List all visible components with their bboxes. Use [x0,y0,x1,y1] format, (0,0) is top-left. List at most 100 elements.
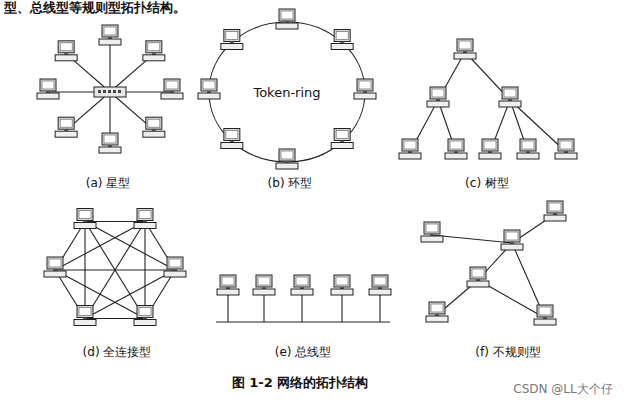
keyboard-base [331,44,353,50]
computer-icon [99,25,121,45]
monitor [537,305,553,317]
screen [472,269,484,277]
monitor [430,87,446,99]
monitor [256,275,272,287]
keyboard-base [276,163,298,169]
hub-port [118,90,121,93]
figure-caption: 图 1-2 网络的拓扑结构 [232,375,369,390]
screen [359,81,371,89]
keyboard-base [143,55,165,61]
screen [432,89,444,97]
screen [450,141,462,149]
star-link [109,38,110,92]
screen [539,307,551,315]
monitor [102,133,118,145]
screen [258,277,270,285]
computer-icon [421,222,443,242]
monitor [482,139,498,151]
computer-layer [37,9,577,325]
keyboard-base [99,39,121,45]
subfigure-label: (c) 树型 [465,176,509,191]
monitor [372,275,388,287]
monitor [424,222,440,234]
bus-cable [216,321,390,322]
mesh-link [85,222,175,270]
keyboard-base [445,153,467,159]
screen [139,307,151,315]
ring-cable [209,22,365,162]
screen [42,81,54,89]
hub-port [98,90,101,93]
computer-icon [37,79,59,99]
keyboard-base [467,281,489,287]
screen [226,32,238,40]
mesh-link [85,221,145,222]
keyboard-base [291,289,313,295]
screen [148,119,160,127]
wire-layer [48,22,566,322]
keyboard-base [99,147,121,153]
keyboard-base [74,223,96,229]
screen [104,135,116,143]
monitor [201,79,217,91]
computer-icon [143,41,165,61]
keyboard-base [164,271,186,277]
body-text: 型、总线型等规则型拓扑结构。 [4,0,186,15]
computer-icon [501,230,523,250]
screen [459,41,471,49]
screen [60,119,72,127]
monitor [220,275,236,287]
keyboard-base [517,153,539,159]
mesh-link [85,222,145,319]
screen [336,277,348,285]
monitor [357,79,373,91]
keyboard-base [555,153,577,159]
computer-icon [134,305,156,325]
computer-icon [555,139,577,159]
monitor [504,230,520,242]
computer-icon [426,302,448,322]
monitor [334,128,350,140]
screen [49,259,61,267]
monitor [279,149,295,161]
keyboard-base [331,142,353,148]
mesh-link [55,270,145,318]
monitor [58,117,74,129]
monitor [457,39,473,51]
monitor [334,30,350,42]
computer-icon [369,275,391,295]
screen [139,211,151,219]
subfigure-label: (b) 环型 [268,176,313,191]
screen [336,130,348,138]
keyboard-base [276,23,298,29]
computer-icon [55,117,77,137]
screen [506,232,518,240]
monitor [224,128,240,140]
monitor [137,305,153,317]
screen [203,81,215,89]
monitor [146,117,162,129]
monitor [547,201,563,213]
monitor [402,139,418,151]
screen [60,43,72,51]
screen [222,277,234,285]
hub-symbol [94,87,126,97]
computer-icon [99,133,121,153]
computer-icon [499,87,521,107]
mesh-link [85,318,145,319]
monitor [102,25,118,37]
computer-icon [454,39,476,59]
computer-icon [221,30,243,50]
screen [169,259,181,267]
monitor [334,275,350,287]
keyboard-base [454,53,476,59]
computer-icon [399,139,421,159]
keyboard-base [55,55,77,61]
screen [336,32,348,40]
monitor [429,302,445,314]
monitor [558,139,574,151]
screen [426,224,438,232]
monitor [146,41,162,53]
mesh-link [84,222,85,319]
keyboard-base [134,223,156,229]
